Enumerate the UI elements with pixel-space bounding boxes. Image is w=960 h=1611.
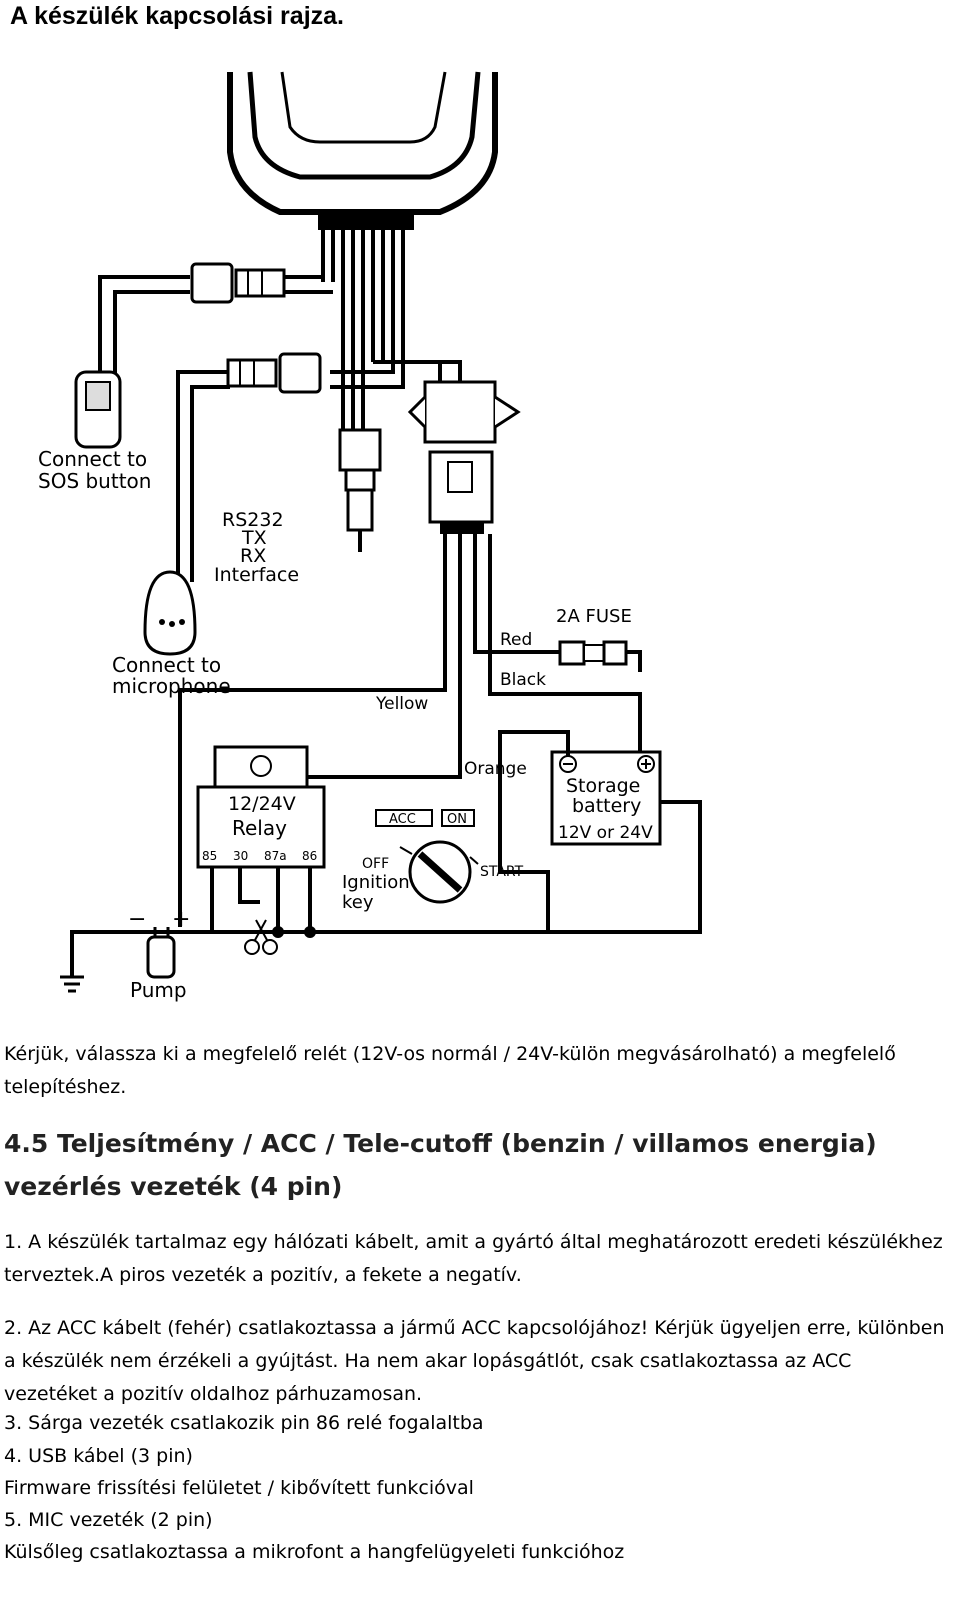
connector-sos (190, 262, 286, 304)
label-relay-2: Relay (232, 816, 287, 840)
label-rs232: RS232 (222, 509, 284, 531)
power-wires (373, 360, 462, 387)
label-sos-1: Connect to (38, 447, 147, 471)
wire-bundle (321, 228, 405, 437)
ignition-key-icon (375, 809, 479, 904)
label-fuse: 2A FUSE (556, 606, 632, 627)
label-yellow: Yellow (375, 694, 428, 714)
label-pin-30: 30 (233, 849, 248, 863)
label-rx: RX (240, 545, 266, 567)
label-pump: Pump (130, 978, 187, 1002)
label-pin-87a: 87a (264, 849, 287, 863)
device-housing (227, 71, 498, 230)
ground-icon (60, 975, 84, 993)
label-off: OFF (362, 856, 389, 872)
label-ignition-2: key (342, 892, 374, 913)
label-mic-1: Connect to (112, 653, 221, 677)
label-start: START (480, 864, 524, 880)
label-acc: ACC (389, 812, 416, 827)
label-red: Red (500, 630, 532, 650)
pump-icon (146, 927, 176, 979)
microphone-icon (143, 570, 197, 656)
battery-wires (120, 730, 702, 934)
label-battery-1: Storage (566, 775, 640, 797)
paragraph-7: Külsőleg csatlakoztassa a mikrofont a ha… (4, 1541, 625, 1563)
paragraph-6: 5. MIC vezeték (2 pin) (4, 1509, 213, 1531)
label-black: Black (500, 670, 546, 690)
page-title: A készülék kapcsolási rajza. (10, 2, 344, 30)
section-heading: 4.5 Teljesítmény / ACC / Tele-cutoff (be… (4, 1129, 877, 1201)
power-connector (407, 380, 521, 534)
label-relay-1: 12/24V (228, 793, 296, 815)
fuse-icon (558, 640, 628, 666)
intro-paragraph: Kérjük, válassza ki a megfelelő relét (1… (4, 1043, 896, 1098)
wiring-diagram-svg: Connect to SOS button RS232 TX RX Interf… (38, 71, 702, 1002)
sos-button-icon (74, 370, 122, 449)
battery-icon (550, 750, 662, 846)
label-ignition-1: Ignition (342, 872, 410, 893)
label-pump-minus: − (128, 907, 146, 932)
paragraph-3: 3. Sárga vezeték csatlakozik pin 86 relé… (4, 1412, 484, 1434)
label-pin-85: 85 (202, 849, 217, 863)
label-pump-plus: + (172, 907, 190, 932)
label-orange: Orange (464, 759, 527, 779)
label-on: ON (447, 812, 467, 827)
scissors-icon (244, 919, 278, 955)
label-interface: Interface (214, 564, 299, 586)
label-sos-2: SOS button (38, 469, 151, 493)
paragraph-1: 1. A készülék tartalmaz egy hálózati káb… (4, 1231, 943, 1286)
relay-icon (196, 745, 326, 869)
label-pin-86: 86 (302, 849, 317, 863)
wiring-diagram: Connect to SOS button RS232 TX RX Interf… (0, 42, 960, 1032)
label-tx: TX (241, 527, 267, 549)
relay-wires (210, 867, 312, 932)
rs232-connector (338, 428, 382, 552)
label-mic-2: microphone (112, 674, 231, 698)
connector-mic (226, 352, 322, 394)
paragraph-5: Firmware frissítési felületet / kibővíte… (4, 1477, 474, 1499)
label-battery-3: 12V or 24V (558, 823, 653, 843)
paragraph-4: 4. USB kábel (3 pin) (4, 1445, 193, 1467)
paragraph-2: 2. Az ACC kábelt (fehér) csatlakoztassa … (4, 1317, 945, 1405)
sos-wires (98, 275, 405, 582)
label-battery-2: battery (572, 795, 641, 817)
